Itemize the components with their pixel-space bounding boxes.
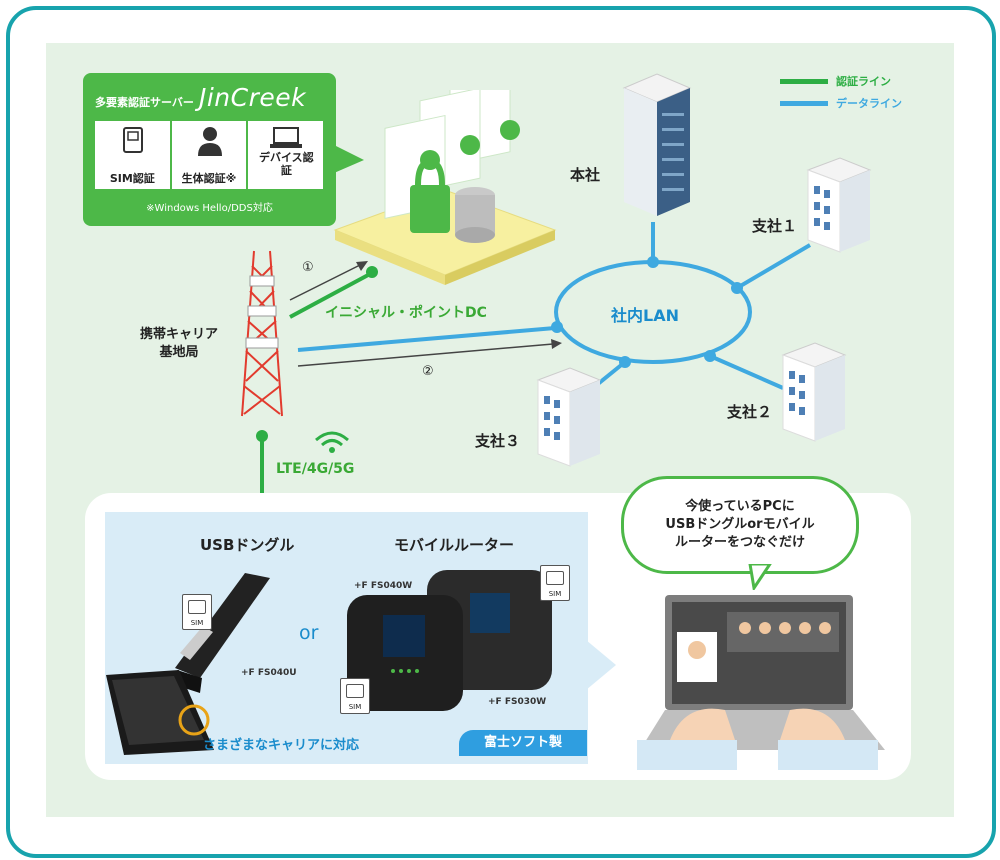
auth-method-bio: 生体認証※ [172,121,249,189]
branch1-link [735,243,812,290]
branch3-label: 支社３ [475,432,521,450]
usb-title: USBドングル [200,536,295,554]
router-title: モバイルルーター [394,536,515,554]
data-line [297,326,556,352]
arrow-2 [297,343,554,367]
lte-label: LTE/4G/5G [276,461,355,477]
step2-label: ② [422,364,434,379]
branch2-building [781,342,847,442]
auth-server-box: 多要素認証サーバー JinCreek SIM認証 生体認証※ デバイス認証 ※W… [83,73,336,226]
sim-card-router-2: SIM [340,678,370,714]
legend-item-auth: 認証ライン [780,70,902,92]
sim-card-icon [123,127,143,153]
branch1-building [806,157,872,253]
hq-label: 本社 [570,166,601,184]
branch3-building [536,367,602,467]
sim-card-router-1: SIM [540,565,570,601]
initial-point-dc-illustration [333,90,557,285]
auth-server-name: JinCreek [198,83,307,112]
initial-point-label: イニシャル・ポイントDC [325,305,487,321]
legend-item-data: データライン [780,92,902,114]
laptop-small-illustration [106,670,214,755]
legend: 認証ライン データライン [780,70,902,114]
auth-note: ※Windows Hello/DDS対応 [146,203,273,214]
laptop-icon [270,127,303,148]
branch2-link [709,354,784,390]
person-icon [197,127,222,156]
cell-tower-illustration [241,250,283,417]
sim-card-usb: SIM [182,594,212,630]
maker-badge: 富士ソフト製 [459,730,587,756]
laptop-user-illustration [637,595,885,770]
branch1-label: 支社１ [752,217,798,235]
lan-label: 社内LAN [611,306,679,325]
step1-label: ① [302,260,314,275]
router-model-fs040w: +F FS040W [354,581,413,591]
router-model-fs030w: +F FS030W [488,697,547,707]
usb-model: +F FS040U [241,668,297,678]
branch2-label: 支社２ [727,403,773,421]
auth-server-subtitle: 多要素認証サーバー [95,96,194,109]
carriers-label: さまざまなキャリアに対応 [203,738,360,753]
hq-building [622,73,692,216]
usb-dongle-illustration [175,573,270,693]
auth-method-sim: SIM認証 [95,121,172,189]
auth-method-device: デバイス認証 [248,121,323,189]
auth-methods: SIM認証 生体認証※ デバイス認証 [95,121,323,189]
router-fs040w-illustration [347,595,463,711]
speech-bubble: 今使っているPCに USBドングルorモバイル ルーターをつなぐだけ [621,476,859,574]
arrow-1 [289,264,361,301]
base-station-label: 携帯キャリア 基地局 [140,327,219,360]
or-label: or [299,622,319,644]
wifi-signal-icon [315,431,349,453]
auth-line [289,272,371,319]
